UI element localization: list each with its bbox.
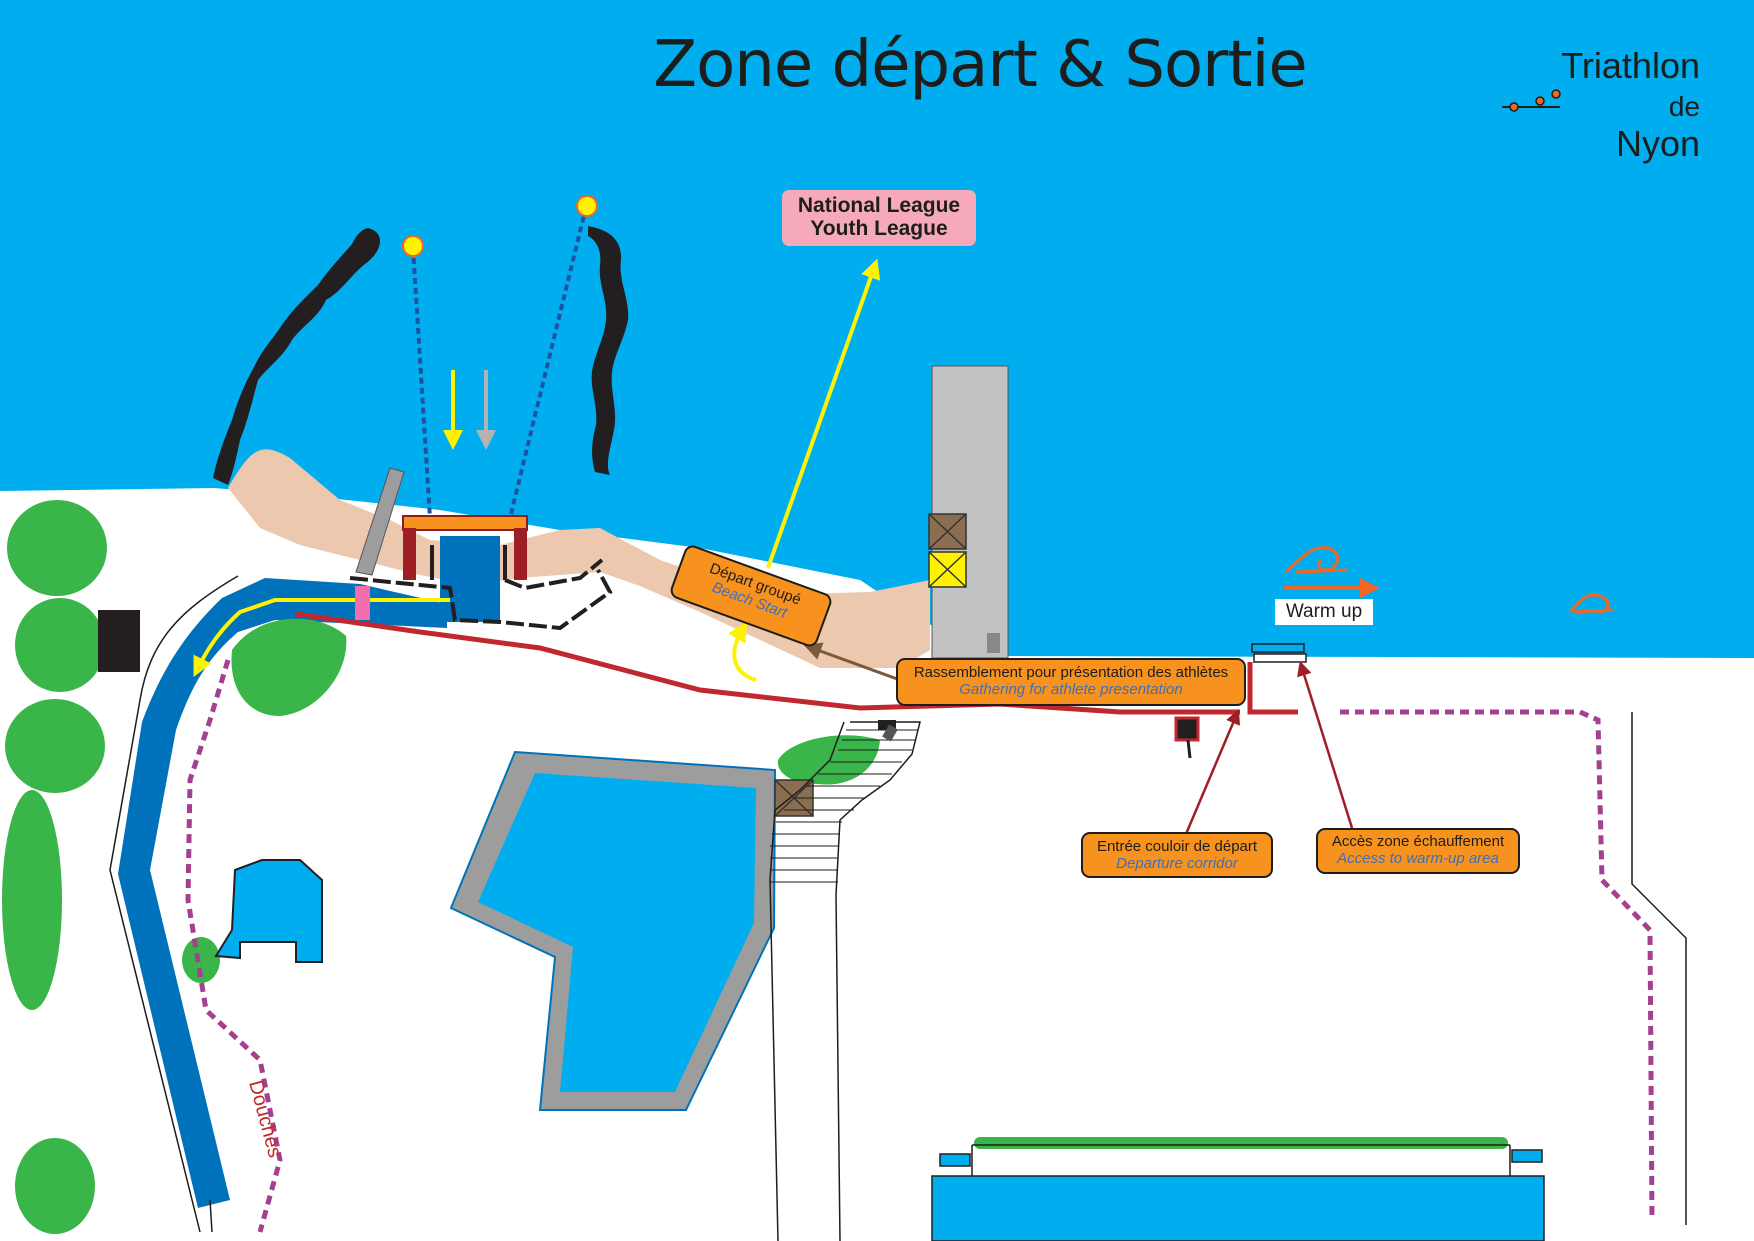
crate-icon bbox=[928, 513, 967, 550]
start-arch-icon bbox=[402, 515, 528, 531]
gathering-label: Rassemblement pour présentation des athl… bbox=[896, 658, 1246, 706]
building bbox=[98, 610, 140, 672]
logo-small-word: de bbox=[1668, 91, 1700, 122]
arrow-icon bbox=[1297, 660, 1354, 829]
gathering-fr: Rassemblement pour présentation des athl… bbox=[913, 664, 1229, 681]
league-label: National League Youth League bbox=[782, 190, 976, 246]
league-label-line1: National League bbox=[797, 194, 961, 217]
logo-big-word: Nyon bbox=[1615, 122, 1700, 164]
crate-icon bbox=[928, 551, 967, 588]
warmup-access-fr: Accès zone échauffement bbox=[1331, 833, 1505, 850]
arrow-icon bbox=[1184, 709, 1240, 835]
swimmer-icon bbox=[1285, 546, 1349, 574]
page-title: Zone départ & Sortie bbox=[653, 28, 1307, 102]
red-barrier bbox=[295, 611, 1298, 715]
corridor-label: Entrée couloir de départ Departure corri… bbox=[1081, 832, 1273, 878]
buoy-icon bbox=[576, 195, 598, 217]
logo-text-line1: Triathlon bbox=[1561, 45, 1700, 86]
harbor-basin bbox=[931, 1175, 1545, 1241]
trees bbox=[2, 500, 1508, 1234]
swimmer-icon bbox=[1568, 593, 1615, 614]
warm-up-label: Warm up bbox=[1275, 599, 1373, 625]
arrow-icon bbox=[766, 258, 881, 569]
arrow-icon bbox=[803, 642, 901, 682]
logo-dots-icon bbox=[1502, 89, 1561, 112]
shower-building bbox=[214, 859, 323, 963]
logo-text-line2: de Nyon bbox=[1580, 84, 1700, 163]
sign-icon bbox=[1174, 716, 1200, 759]
breakwater-right bbox=[588, 226, 629, 475]
gathering-en: Gathering for athlete presentation bbox=[959, 680, 1183, 698]
lake bbox=[0, 0, 1754, 658]
path-warmup bbox=[1340, 709, 1655, 1221]
corridor-en: Departure corridor bbox=[1116, 854, 1238, 872]
warmup-access-en: Access to warm-up area bbox=[1337, 849, 1499, 867]
corridor-fr: Entrée couloir de départ bbox=[1096, 838, 1258, 855]
pier bbox=[931, 365, 1009, 659]
buoy-icon bbox=[402, 235, 424, 257]
warmup-access-label: Accès zone échauffement Access to warm-u… bbox=[1316, 828, 1520, 874]
start-pontoon bbox=[440, 536, 500, 622]
path-showers bbox=[185, 659, 283, 1233]
league-label-line2: Youth League bbox=[810, 217, 948, 241]
breakwater-left bbox=[213, 228, 381, 485]
